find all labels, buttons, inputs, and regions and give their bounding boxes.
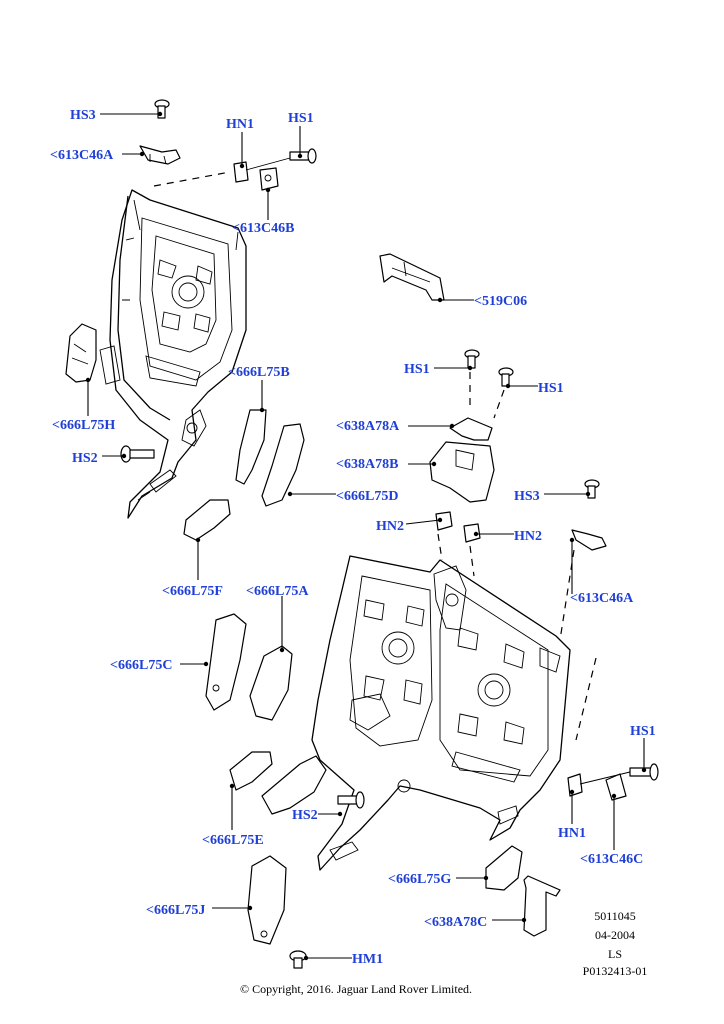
bracket-638a78a	[449, 417, 493, 441]
trim-666l75d	[261, 423, 305, 507]
label-666l75f[interactable]: <666L75F	[162, 584, 223, 599]
bracket-613c46c	[605, 773, 627, 801]
label-638a78a[interactable]: <638A78A	[336, 419, 400, 434]
right-seat-frame	[311, 555, 571, 871]
bracket-613c46b	[259, 167, 279, 191]
label-hs1-mid-left[interactable]: HS1	[404, 362, 430, 377]
label-hs3-right[interactable]: HS3	[514, 489, 540, 504]
label-666l75g[interactable]: <666L75G	[388, 872, 451, 887]
hs2-bottom-bolt	[337, 791, 365, 809]
label-hs1-mid-right[interactable]: HS1	[538, 381, 564, 396]
label-613c46b[interactable]: <613C46B	[232, 221, 294, 236]
leader-lines	[85, 111, 647, 961]
part-labels: HS3 <613C46A HN1 HS1 <613C46B <519C06 <6…	[50, 108, 656, 967]
bracket-613c46a-top	[139, 145, 181, 165]
label-hs3-top[interactable]: HS3	[70, 108, 96, 123]
meta-line-1: 5011045	[594, 909, 636, 923]
label-666l75c[interactable]: <666L75C	[110, 658, 172, 673]
label-hs1-top[interactable]: HS1	[288, 111, 314, 126]
hn2-nuts	[435, 511, 481, 543]
label-519c06[interactable]: <519C06	[474, 294, 527, 309]
label-613c46a-right[interactable]: <613C46A	[570, 591, 634, 606]
drawing-metadata: 5011045 04-2004 LS P0132413-01	[583, 909, 648, 978]
meta-line-2: 04-2004	[595, 928, 635, 942]
trim-666l75a	[249, 645, 293, 721]
label-hn2-right[interactable]: HN2	[514, 529, 542, 544]
hs2-left-bolt	[120, 445, 155, 463]
label-hs1-right[interactable]: HS1	[630, 724, 656, 739]
hs3-right-bolt	[584, 479, 600, 499]
trim-666l75g	[485, 845, 523, 891]
label-613c46c[interactable]: <613C46C	[580, 852, 643, 867]
hs1-mid-bolts	[464, 349, 514, 387]
label-666l75j[interactable]: <666L75J	[146, 903, 205, 918]
label-hn1-right[interactable]: HN1	[558, 826, 586, 841]
label-hs2-left[interactable]: HS2	[72, 451, 98, 466]
label-666l75a[interactable]: <666L75A	[246, 584, 309, 599]
hs1-top-bolt	[289, 148, 317, 164]
hm1-bolt	[289, 950, 307, 969]
label-hs2-bottom[interactable]: HS2	[292, 808, 318, 823]
trim-666l75f	[183, 499, 231, 541]
label-638a78c[interactable]: <638A78C	[424, 915, 487, 930]
bracket-613c46a-right	[571, 529, 607, 551]
trim-666l75b	[235, 409, 267, 485]
label-666l75e[interactable]: <666L75E	[202, 833, 264, 848]
trim-666l75j	[247, 855, 287, 945]
copyright-notice: © Copyright, 2016. Jaguar Land Rover Lim…	[240, 982, 472, 996]
meta-line-4: P0132413-01	[583, 964, 648, 978]
hs3-top-bolt	[154, 99, 170, 119]
label-613c46a-top[interactable]: <613C46A	[50, 148, 114, 163]
hinge-bracket	[261, 755, 327, 815]
bracket-638a78b	[429, 441, 495, 503]
left-seat-frame	[99, 189, 247, 519]
label-hn2-left[interactable]: HN2	[376, 519, 404, 534]
label-666l75h[interactable]: <666L75H	[52, 418, 115, 433]
trim-666l75h	[65, 323, 97, 383]
cover-519c06	[379, 253, 445, 301]
label-666l75b[interactable]: <666L75B	[228, 365, 290, 380]
label-hn1-top[interactable]: HN1	[226, 117, 254, 132]
strip-638a78c	[523, 875, 561, 937]
label-666l75d[interactable]: <666L75D	[336, 489, 398, 504]
meta-line-3: LS	[608, 947, 622, 961]
label-638a78b[interactable]: <638A78B	[336, 457, 398, 472]
trim-666l75c	[205, 613, 247, 711]
label-hm1[interactable]: HM1	[352, 952, 383, 967]
trim-666l75e	[229, 751, 273, 791]
